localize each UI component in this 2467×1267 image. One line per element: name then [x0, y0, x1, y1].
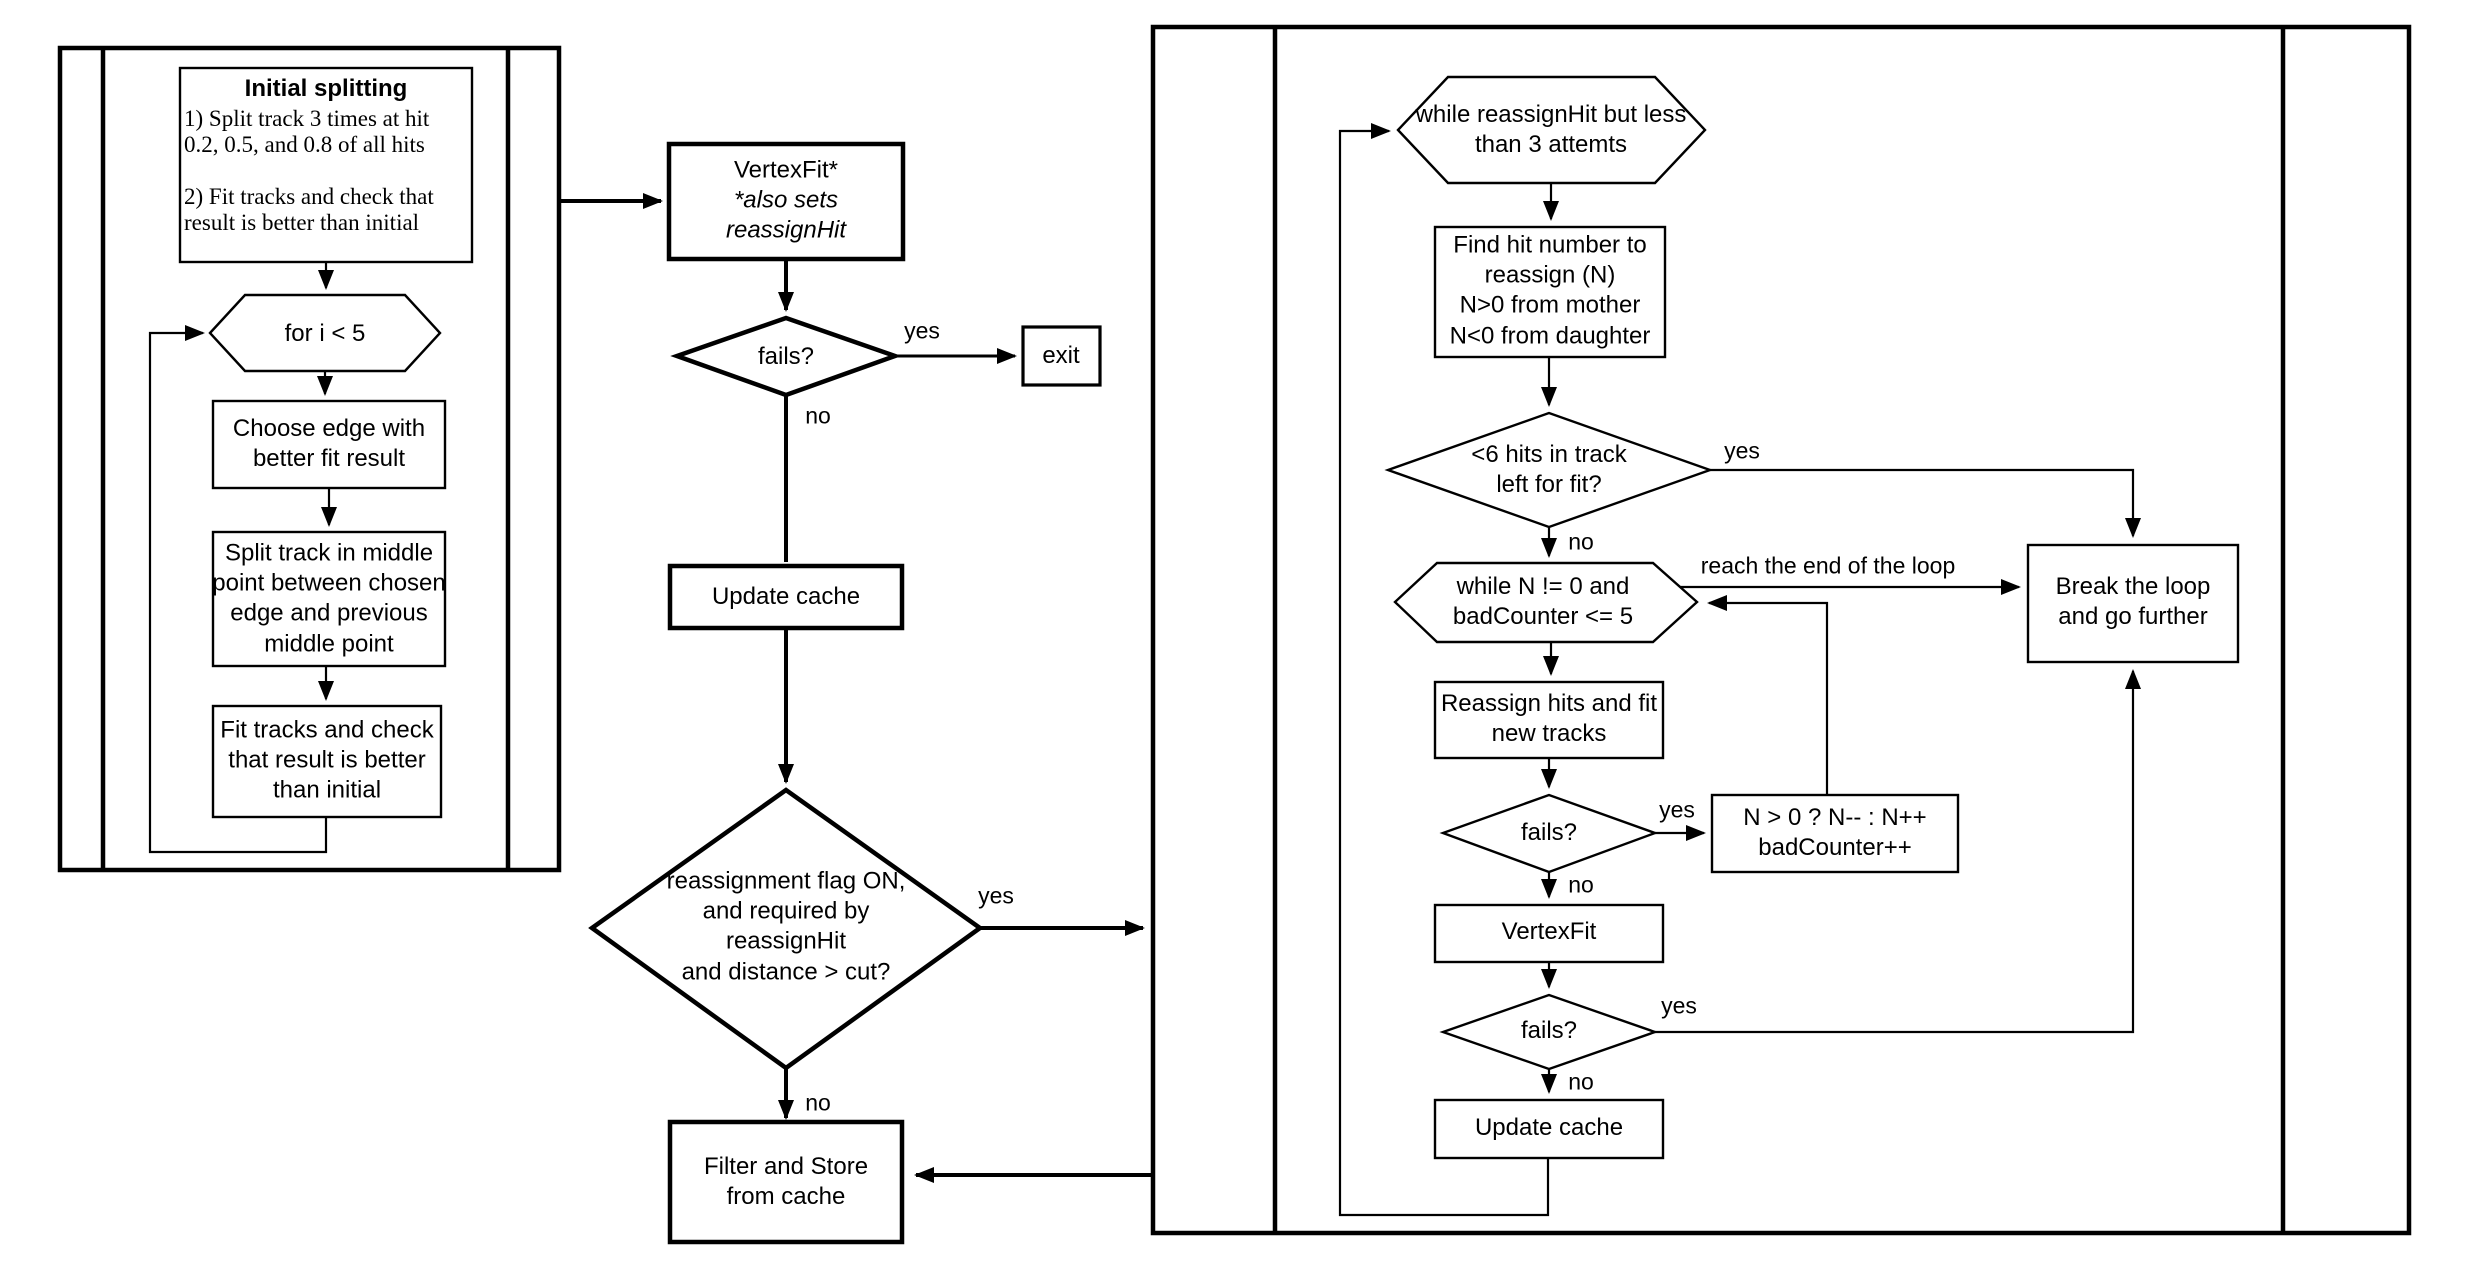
arrow-update2-loopback-to-while: [1338, 123, 1550, 1217]
vertexfit-note: *also sets reassignHit: [725, 186, 847, 245]
fit-tracks-label: Fit tracks and check that result is bett…: [220, 716, 434, 805]
for-loop-hexagon: [208, 293, 442, 373]
break-loop-box: [2026, 543, 2240, 664]
update-cache1-label: Update cache: [711, 582, 861, 610]
for-loop-label: for i < 5: [284, 319, 366, 347]
update-cache-box-2: [1433, 1098, 1665, 1160]
fails2-label: fails?: [1520, 818, 1578, 846]
find-hit-box: [1433, 225, 1667, 359]
arrow-ncounter-back-to-whilen: [1707, 595, 1829, 795]
while-n-label: while N != 0 and badCounter <= 5: [1452, 572, 1634, 630]
arrow-fails3-yes-to-break: [1655, 669, 2141, 1034]
reassign-hits-box: [1433, 680, 1665, 760]
initial-splitting-body: 1) Split track 3 times at hit 0.2, 0.5, …: [184, 106, 434, 235]
initial-splitting-node: Initial splitting 1) Split track 3 times…: [180, 68, 472, 262]
initial-splitting-title: Initial splitting: [244, 75, 408, 102]
fit-tracks-box: [211, 704, 443, 819]
edge-label-yes-exit: yes: [904, 317, 940, 344]
reassign-hits-label: Reassign hits and fit new tracks: [1440, 689, 1658, 747]
edge-label-no-filter: no: [805, 1089, 831, 1116]
edge-label-yes-fails3: yes: [1661, 992, 1697, 1019]
edge-label-reach-end: reach the end of the loop: [1700, 552, 1956, 579]
fails-diamond-2: [1439, 793, 1659, 874]
n-counter-label: N > 0 ? N-- : N++ badCounter++: [1743, 803, 1927, 861]
arrow-sixhits-yes-to-break: [1710, 468, 2141, 538]
vertexfit2-label: VertexFit: [1501, 917, 1597, 945]
edge-label-no-fails2: no: [1568, 871, 1594, 898]
fails-diamond-1: [670, 315, 902, 398]
update-cache2-label: Update cache: [1474, 1113, 1624, 1141]
vertexfit-label: VertexFit**also sets reassignHit: [726, 156, 846, 247]
edge-label-yes-rightlane: yes: [978, 882, 1014, 909]
reassignment-diamond: [588, 787, 984, 1071]
vertexfit2-box: [1433, 903, 1665, 964]
choose-edge-label: Choose edge with better fit result: [232, 414, 426, 472]
left-swimlane-frame: [57, 45, 562, 873]
reassignment-check-label: reassignment flag ON, and required by re…: [666, 867, 906, 986]
filter-store-label: Filter and Store from cache: [703, 1152, 869, 1210]
six-hits-label: <6 hits in track left for fit?: [1471, 440, 1627, 498]
update-cache-box-1: [667, 563, 905, 631]
arrow-fit-loopback-to-forloop: [148, 325, 328, 854]
filter-store-box: [667, 1119, 905, 1245]
edge-label-yes-sixhits: yes: [1724, 437, 1760, 464]
vertexfit-box: [666, 141, 906, 262]
exit-label: exit: [1042, 341, 1080, 369]
six-hits-diamond: [1384, 411, 1714, 529]
find-hit-label: Find hit number to reassign (N) N>0 from…: [1449, 231, 1651, 350]
while-n-hexagon: [1393, 561, 1699, 644]
right-swimlane-frame: [1150, 24, 2412, 1236]
initial-splitting-box: [178, 66, 474, 264]
edge-label-yes-fails2: yes: [1659, 796, 1695, 823]
fails1-label: fails?: [757, 342, 815, 370]
vertexfit-title: VertexFit*: [733, 156, 839, 184]
edge-label-no-fails3: no: [1568, 1068, 1594, 1095]
while-attempts-hexagon: [1396, 75, 1707, 185]
break-loop-label: Break the loop and go further: [2055, 572, 2211, 630]
exit-box: [1021, 325, 1102, 387]
edge-label-no-sixhits: no: [1568, 528, 1594, 555]
choose-edge-box: [211, 399, 447, 490]
n-counter-box: [1710, 793, 1960, 874]
fails3-label: fails?: [1520, 1016, 1578, 1044]
edge-label-no-update: no: [805, 402, 831, 429]
split-track-box: [211, 530, 447, 668]
while-attempts-label: while reassignHit but less than 3 attemt…: [1415, 100, 1687, 158]
fails-diamond-3: [1439, 993, 1659, 1071]
split-track-label: Split track in middle point between chos…: [212, 539, 446, 658]
